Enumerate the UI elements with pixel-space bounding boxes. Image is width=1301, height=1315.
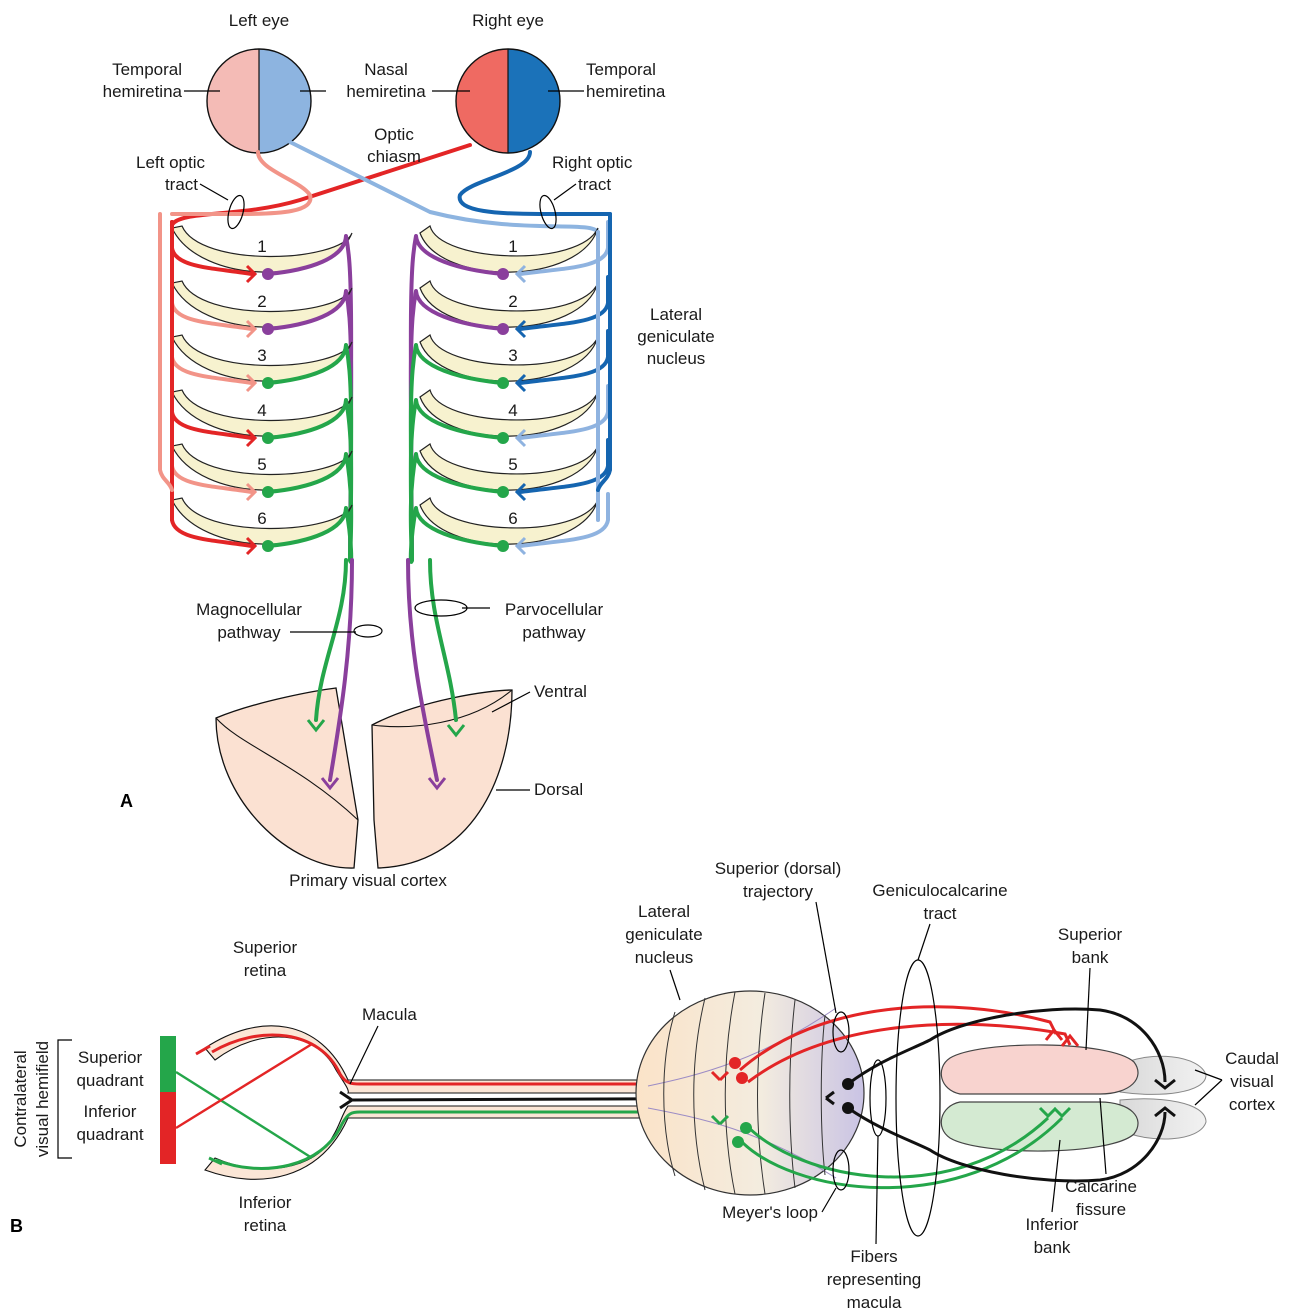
right-optic-tract-l1: Right optic bbox=[552, 153, 633, 172]
meyers-loop-label: Meyer's loop bbox=[722, 1203, 818, 1222]
fibers-l1: Fibers bbox=[850, 1247, 897, 1266]
lamina-number-left-1: 1 bbox=[257, 237, 266, 256]
inferior-retina-l1: Inferior bbox=[239, 1193, 292, 1212]
lamina-number-left-3: 3 bbox=[257, 346, 266, 365]
panel-b-letter: B bbox=[10, 1216, 23, 1236]
lamina-number-right-4: 4 bbox=[508, 401, 517, 420]
right-lgn: 1 2 3 4 5 6 bbox=[411, 214, 610, 562]
optic-chiasm-l1: Optic bbox=[374, 125, 414, 144]
caudal-l1: Caudal bbox=[1225, 1049, 1279, 1068]
caudal-l3: cortex bbox=[1229, 1095, 1276, 1114]
primary-visual-cortex-label: Primary visual cortex bbox=[289, 871, 447, 890]
parvo-l2: pathway bbox=[522, 623, 586, 642]
inferior-bank-l1: Inferior bbox=[1026, 1215, 1079, 1234]
right-eye bbox=[456, 49, 560, 153]
inferior-retina-l2: retina bbox=[244, 1216, 287, 1235]
lamina-number-left-6: 6 bbox=[257, 509, 266, 528]
inferior-quadrant-l2: quadrant bbox=[76, 1125, 143, 1144]
magno-l1: Magnocellular bbox=[196, 600, 302, 619]
hemifield-l2: visual hemifield bbox=[33, 1041, 52, 1157]
lamina-number-left-5: 5 bbox=[257, 455, 266, 474]
b-lgn-l3: nucleus bbox=[635, 948, 694, 967]
fibers-l3: macula bbox=[847, 1293, 902, 1312]
parvo-l1: Parvocellular bbox=[505, 600, 604, 619]
left-eye-label: Left eye bbox=[229, 11, 290, 30]
lamina-number-left-4: 4 bbox=[257, 401, 266, 420]
left-eye bbox=[207, 49, 311, 153]
superior-retina-l2: retina bbox=[244, 961, 287, 980]
superior-trajectory-l2: trajectory bbox=[743, 882, 813, 901]
ventral-label: Ventral bbox=[534, 682, 587, 701]
geniculocalcarine-l2: tract bbox=[923, 904, 956, 923]
superior-bank-l2: bank bbox=[1072, 948, 1109, 967]
geniculocalcarine-l1: Geniculocalcarine bbox=[872, 881, 1007, 900]
panel-b: Contralateral visual hemifield Superior … bbox=[10, 859, 1279, 1312]
left-optic-tract-l2: tract bbox=[165, 175, 198, 194]
macula-label: Macula bbox=[362, 1005, 417, 1024]
calcarine-l2: fissure bbox=[1076, 1200, 1126, 1219]
nasal-hemiretina-l2: hemiretina bbox=[346, 82, 426, 101]
nasal-hemiretina-l1: Nasal bbox=[364, 60, 407, 79]
left-relay-axon-1 bbox=[268, 236, 351, 560]
inferior-quadrant-l1: Inferior bbox=[84, 1102, 137, 1121]
optic-chiasm-l2: chiasm bbox=[367, 147, 421, 166]
calcarine-l1: Calcarine bbox=[1065, 1177, 1137, 1196]
b-lgn-l1: Lateral bbox=[638, 902, 690, 921]
retina bbox=[196, 1026, 645, 1179]
lamina-number-right-5: 5 bbox=[508, 455, 517, 474]
primary-visual-cortex bbox=[216, 688, 512, 868]
panel-a: 1 2 3 4 5 6 1 2 3 4 5 6 Left eye Right eye Tempora… bbox=[103, 11, 715, 890]
fibers-l2: representing bbox=[827, 1270, 922, 1289]
magno-l2: pathway bbox=[217, 623, 281, 642]
temporal-hemiretina-right-l1: Temporal bbox=[586, 60, 656, 79]
left-optic-tract-l1: Left optic bbox=[136, 153, 205, 172]
right-eye-label: Right eye bbox=[472, 11, 544, 30]
temporal-hemiretina-right-l2: hemiretina bbox=[586, 82, 666, 101]
lamina-number-right-1: 1 bbox=[508, 237, 517, 256]
lgn-label-l1: Lateral bbox=[650, 305, 702, 324]
lamina-number-left-2: 2 bbox=[257, 292, 266, 311]
temporal-hemiretina-left-l2: hemiretina bbox=[103, 82, 183, 101]
panel-a-letter: A bbox=[120, 791, 133, 811]
superior-retina-l1: Superior bbox=[233, 938, 298, 957]
hemifield-l1: Contralateral bbox=[11, 1050, 30, 1147]
lgn-label-l2: geniculate bbox=[637, 327, 715, 346]
superior-quadrant-l2: quadrant bbox=[76, 1071, 143, 1090]
superior-quadrant-l1: Superior bbox=[78, 1048, 143, 1067]
dorsal-label: Dorsal bbox=[534, 780, 583, 799]
superior-bank-l1: Superior bbox=[1058, 925, 1123, 944]
temporal-hemiretina-left-l1: Temporal bbox=[112, 60, 182, 79]
left-lgn: 1 2 3 4 5 6 bbox=[160, 214, 352, 562]
right-optic-tract-l2: tract bbox=[578, 175, 611, 194]
b-cortex bbox=[941, 1045, 1206, 1151]
lamina-number-right-2: 2 bbox=[508, 292, 517, 311]
b-lgn-l2: geniculate bbox=[625, 925, 703, 944]
lgn-label-l3: nucleus bbox=[647, 349, 706, 368]
inferior-bank-l2: bank bbox=[1034, 1238, 1071, 1257]
superior-trajectory-l1: Superior (dorsal) bbox=[715, 859, 842, 878]
lamina-number-right-6: 6 bbox=[508, 509, 517, 528]
lamina-number-right-3: 3 bbox=[508, 346, 517, 365]
caudal-l2: visual bbox=[1230, 1072, 1273, 1091]
inferior-quadrant-bar bbox=[160, 1092, 176, 1164]
